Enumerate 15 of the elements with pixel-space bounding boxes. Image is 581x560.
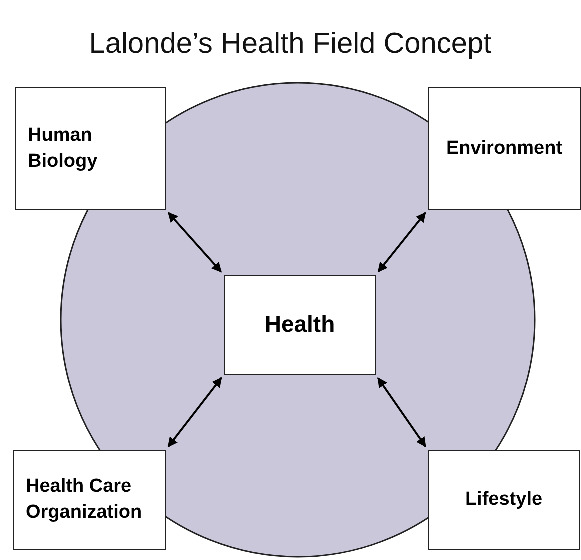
concept-box: [428, 450, 580, 550]
double-arrow: [168, 377, 222, 448]
double-arrow: [168, 212, 222, 273]
box-label: Health Care Organization: [26, 475, 144, 525]
double-arrow: [378, 212, 426, 273]
concept-box: [13, 450, 166, 550]
box-label: Health: [264, 310, 336, 340]
diagram-title: Lalonde’s Health Field Concept: [88, 28, 493, 61]
concept-box: [224, 275, 376, 375]
box-label: Human Biology: [28, 124, 99, 174]
concept-box: [15, 87, 166, 210]
box-label: Lifestyle: [465, 488, 543, 512]
concept-box: [428, 87, 581, 210]
double-arrow: [377, 377, 427, 448]
box-label: Environment: [446, 136, 563, 161]
